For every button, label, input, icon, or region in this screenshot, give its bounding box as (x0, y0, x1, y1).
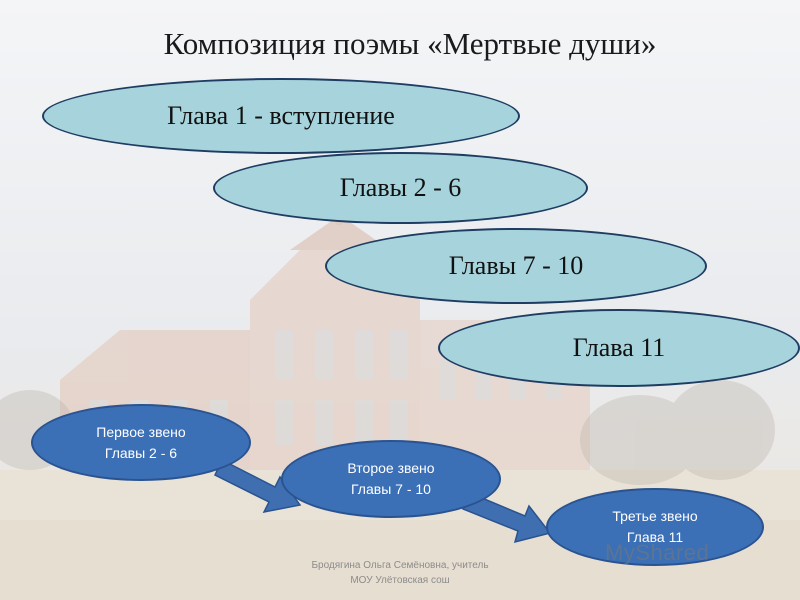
footer-school: МОУ Улётовская сош (350, 575, 450, 586)
link-second: Второе звено Главы 7 - 10 (281, 440, 501, 518)
link-title: Второе звено (347, 460, 435, 476)
chapters-7-10: Главы 7 - 10 (325, 228, 707, 304)
chapter-label: Глава 1 - вступление (167, 101, 395, 130)
watermark-logo: MyShared (605, 540, 709, 566)
chapter-label: Главы 2 - 6 (339, 173, 462, 202)
slide-title: Композиция поэмы «Мертвые души» (163, 26, 657, 61)
chapter-1-introduction: Глава 1 - вступление (42, 78, 520, 154)
watermark-text: MyShared (605, 540, 710, 565)
chapter-label: Главы 7 - 10 (448, 251, 584, 280)
link-chapters: Глава 11 (626, 529, 684, 545)
chapters-2-6: Главы 2 - 6 (213, 152, 588, 224)
link-title: Третье звено (612, 508, 698, 524)
chapter-11: Глава 11 (438, 309, 800, 387)
footer-credit: Бродягина Ольга Семёновна, учитель МОУ У… (250, 558, 550, 588)
link-chapters: Главы 2 - 6 (104, 444, 178, 461)
link-first: Первое звено Главы 2 - 6 (31, 404, 251, 481)
link-chapters: Главы 7 - 10 (351, 481, 431, 497)
footer-author: Бродягина Ольга Семёновна, учитель (311, 560, 489, 571)
link-title: Первое звено (96, 423, 186, 440)
chapter-label: Глава 11 (572, 333, 666, 362)
link-third: Третье звено Глава 11 (546, 488, 764, 566)
